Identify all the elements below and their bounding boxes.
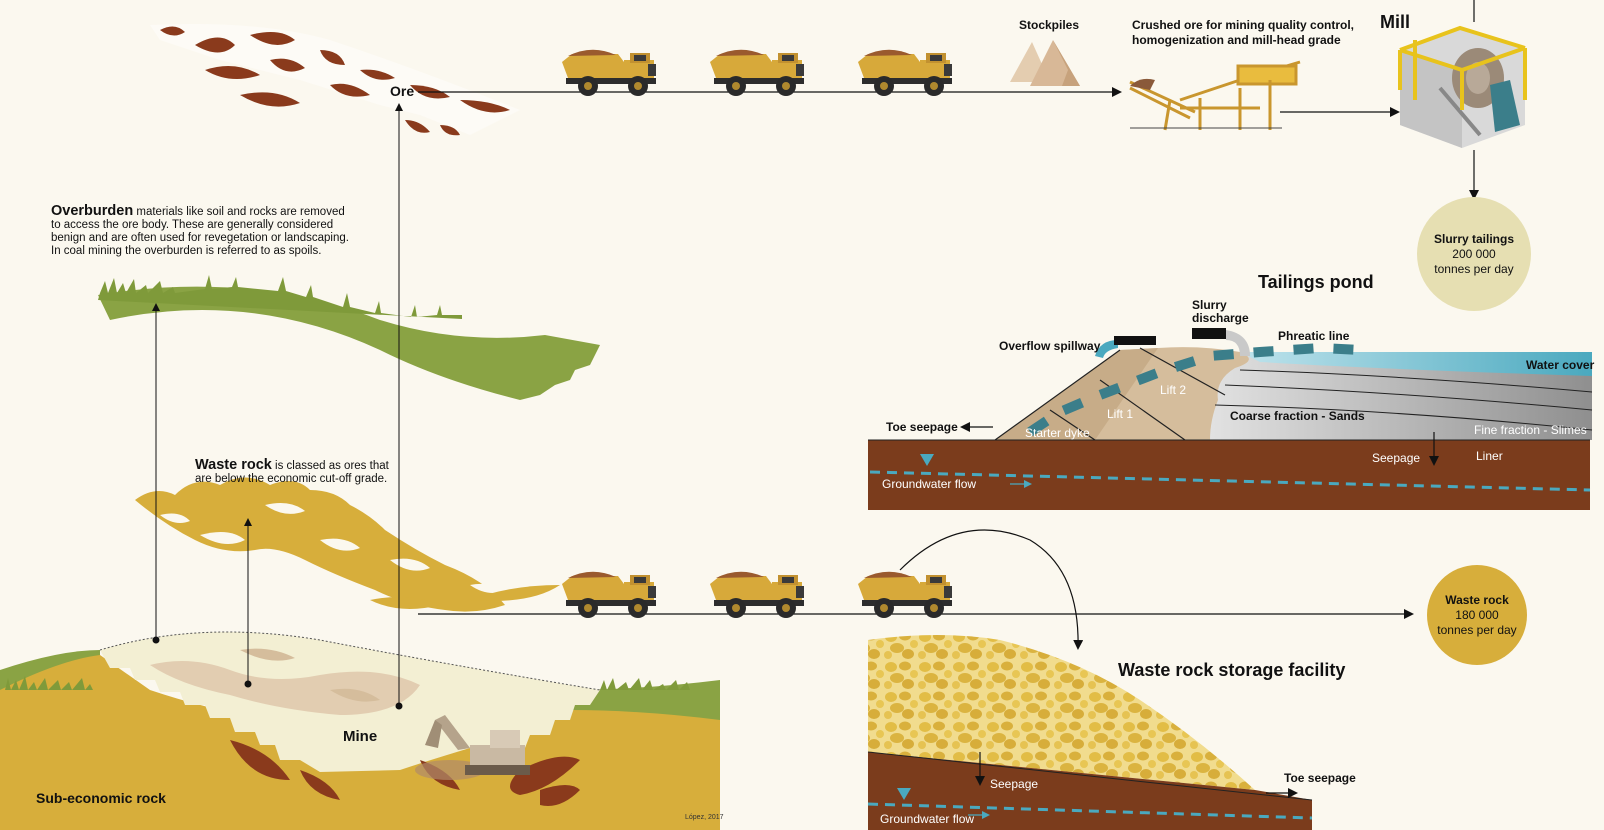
waste-rock-description: Waste rock is classed as ores that are b… <box>195 457 389 486</box>
lift1-label: Lift 1 <box>1107 407 1134 421</box>
mine-label: Mine <box>343 728 378 745</box>
slurry-tailings-unit: tonnes per day <box>1434 261 1514 276</box>
waste-rock-circle-unit: tonnes per day <box>1437 622 1517 637</box>
credit-label: López, 2017 <box>685 814 724 821</box>
overburden-line4: In coal mining the overburden is referre… <box>51 245 322 257</box>
waste-rock-layer <box>135 477 560 612</box>
waste-rock-circle <box>1427 565 1527 665</box>
waste-rock-storage <box>867 635 1313 830</box>
ore-flow <box>418 0 1479 200</box>
haul-truck-icon <box>710 49 804 96</box>
waste-rock-circle-title: Waste rock <box>1445 592 1509 607</box>
slurry-discharge-line1: Slurry <box>1192 298 1227 312</box>
slurry-discharge-line2: discharge <box>1192 311 1249 325</box>
tailings-toe-seepage-label: Toe seepage <box>886 420 958 434</box>
fine-fraction-label: Fine fraction - Slimes <box>1474 423 1587 437</box>
ore-body <box>150 24 520 136</box>
lift2-label: Lift 2 <box>1160 383 1187 397</box>
overburden-description: Overburden materials like soil and rocks… <box>51 203 349 258</box>
stockpiles-label: Stockpiles <box>1019 18 1080 32</box>
waste-rock-circle-text: Waste rock 180 000 tonnes per day <box>1427 565 1527 665</box>
overburden-line3: benign and are often used for revegetati… <box>51 232 349 244</box>
haul-truck-icon <box>858 49 952 96</box>
excavator-icon <box>415 715 530 780</box>
overflow-spillway-label: Overflow spillway <box>999 339 1101 353</box>
coarse-fraction-label: Coarse fraction - Sands <box>1230 409 1365 423</box>
haul-truck-icon <box>562 571 656 618</box>
crusher-icon <box>1129 60 1301 131</box>
slurry-tailings-text: Slurry tailings 200 000 tonnes per day <box>1417 197 1531 311</box>
waste-rock-line1: is classed as ores that <box>271 460 389 472</box>
overburden-lead: Overburden <box>51 203 134 219</box>
leader-lines <box>152 103 403 710</box>
tailings-pond <box>868 328 1593 510</box>
haul-truck-icon <box>562 49 656 96</box>
overburden-line1: materials like soil and rocks are remove… <box>133 206 345 218</box>
sub-economic-label: Sub-economic rock <box>36 790 166 806</box>
waste-storage-seepage-label: Seepage <box>990 777 1039 791</box>
tailings-pond-title: Tailings pond <box>1258 272 1374 292</box>
crushed-ore-line1: Crushed ore for mining quality control, <box>1132 18 1355 32</box>
overburden-layer <box>98 275 600 400</box>
mill-icon <box>1398 25 1527 148</box>
waste-storage-groundwater-label: Groundwater flow <box>880 812 975 826</box>
tailings-groundwater-label: Groundwater flow <box>882 477 977 491</box>
waste-rock-circle-value: 180 000 <box>1455 607 1499 622</box>
waste-rock-lead: Waste rock <box>195 457 272 473</box>
ore-label: Ore <box>390 83 415 99</box>
slurry-tailings-value: 200 000 <box>1452 246 1496 261</box>
haul-truck-icon <box>858 571 952 618</box>
slurry-tailings-title: Slurry tailings <box>1433 231 1515 246</box>
mill-label: Mill <box>1380 12 1410 32</box>
waste-storage-toe-seepage-label: Toe seepage <box>1284 771 1356 785</box>
crushed-ore-line2: homogenization and mill-head grade <box>1132 33 1341 47</box>
haul-truck-icon <box>710 571 804 618</box>
starter-dyke-label: Starter dyke <box>1025 426 1090 440</box>
slurry-tailings-circle <box>1417 197 1531 311</box>
phreatic-line-label: Phreatic line <box>1278 329 1350 343</box>
overburden-line2: to access the ore body. These are genera… <box>51 219 334 231</box>
mine-cross-section <box>0 631 720 830</box>
liner-label: Liner <box>1476 449 1503 463</box>
tailings-seepage-label: Seepage <box>1372 451 1421 465</box>
waste-storage-title: Waste rock storage facility <box>1118 660 1346 680</box>
stockpile-icon <box>1010 40 1080 86</box>
water-cover-label: Water cover <box>1526 358 1595 372</box>
waste-rock-line2: are below the economic cut-off grade. <box>195 473 388 485</box>
